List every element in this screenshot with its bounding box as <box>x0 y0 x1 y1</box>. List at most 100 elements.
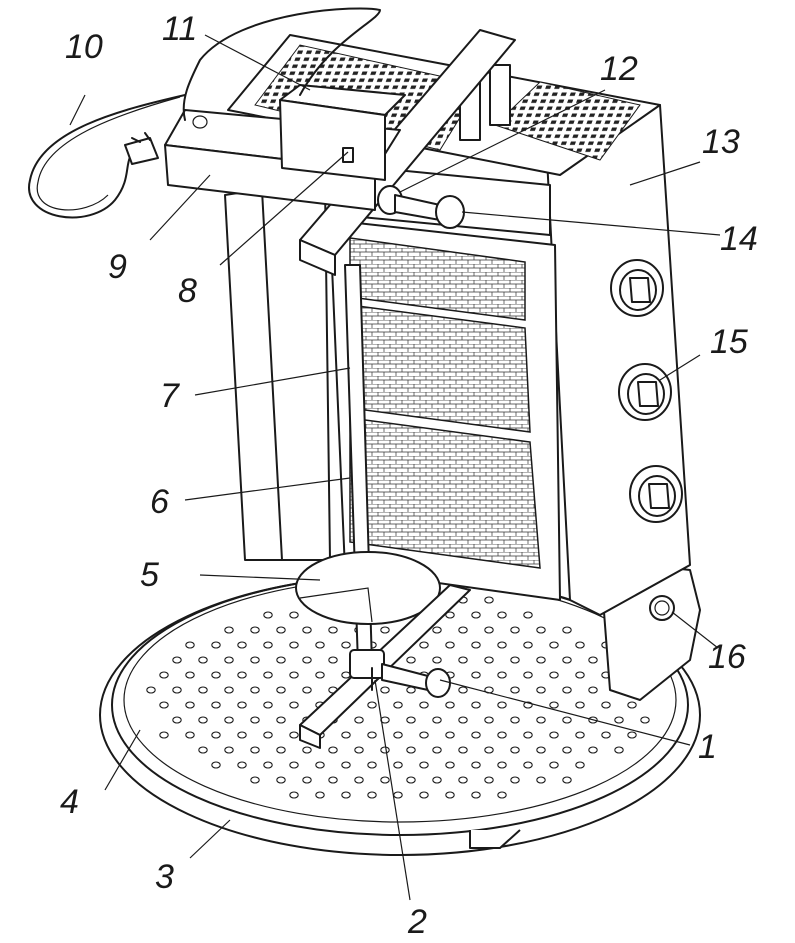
tray-hole <box>419 641 429 649</box>
tray-hole <box>289 611 299 619</box>
tray-hole <box>562 746 572 754</box>
tray-hole <box>354 776 364 784</box>
tray-hole <box>601 701 611 709</box>
tray-hole <box>341 761 351 769</box>
tray-hole <box>432 656 442 664</box>
tray-hole <box>289 791 299 799</box>
callout-14: 14 <box>720 220 758 258</box>
motor-assembly <box>164 84 406 211</box>
tray-hole <box>380 776 390 784</box>
tray-hole <box>237 671 247 679</box>
tray-hole <box>445 611 455 619</box>
tray-hole <box>484 716 494 724</box>
tray-hole <box>523 611 533 619</box>
tray-hole <box>211 731 221 739</box>
tray-hole <box>458 626 468 634</box>
tray-hole <box>211 761 221 769</box>
callout-2: 2 <box>407 903 427 941</box>
tray-hole <box>172 716 182 724</box>
tray-hole <box>237 701 247 709</box>
tray-hole <box>237 761 247 769</box>
power-cord <box>28 7 381 219</box>
tray-hole <box>367 791 377 799</box>
tray-hole <box>471 731 481 739</box>
tray-hole <box>562 776 572 784</box>
tray-hole <box>211 671 221 679</box>
tray-hole <box>588 656 598 664</box>
tray-hole <box>614 746 624 754</box>
tray-hole <box>588 686 598 694</box>
tray-hole <box>250 716 260 724</box>
callout-10: 10 <box>65 28 103 66</box>
tray-hole <box>523 641 533 649</box>
tray-hole <box>523 671 533 679</box>
tray-hole <box>419 731 429 739</box>
tray-hole <box>224 746 234 754</box>
tray-hole <box>302 626 312 634</box>
tray-hole <box>328 746 338 754</box>
tray-hole <box>289 671 299 679</box>
tray-hole <box>575 701 585 709</box>
tray-hole <box>250 776 260 784</box>
tray-hole <box>458 776 468 784</box>
callout-1: 1 <box>698 728 717 766</box>
burner-panels <box>349 237 541 569</box>
tray-hole <box>471 761 481 769</box>
tray-hole <box>341 641 351 649</box>
tray-hole <box>302 656 312 664</box>
tray-hole <box>224 656 234 664</box>
tray-hole <box>211 701 221 709</box>
tray-hole <box>562 716 572 724</box>
tray-hole <box>510 626 520 634</box>
tray-hole <box>510 656 520 664</box>
tray-hole <box>393 701 403 709</box>
callout-16: 16 <box>708 638 746 676</box>
tray-hole <box>276 626 286 634</box>
tray-hole <box>497 761 507 769</box>
tray-hole <box>445 761 455 769</box>
tray-hole <box>484 626 494 634</box>
callout-3: 3 <box>155 858 174 896</box>
tray-hole <box>237 731 247 739</box>
tray-hole <box>276 746 286 754</box>
bottom-bracket <box>299 584 471 749</box>
tray-hole <box>510 746 520 754</box>
tray-hole <box>198 686 208 694</box>
tray-hole <box>549 761 559 769</box>
tray-hole <box>315 641 325 649</box>
tray-hole <box>471 791 481 799</box>
tray-hole <box>471 641 481 649</box>
tray-hole <box>458 686 468 694</box>
tray-hole <box>393 761 403 769</box>
tray-hole <box>315 671 325 679</box>
tray-hole <box>627 731 637 739</box>
tray-hole <box>185 731 195 739</box>
tray-hole <box>536 686 546 694</box>
tray-hole <box>159 731 169 739</box>
tray-hole <box>341 731 351 739</box>
tray-hole <box>315 791 325 799</box>
tray-hole <box>484 776 494 784</box>
tray-hole <box>497 731 507 739</box>
tray-hole <box>445 641 455 649</box>
tray-hole <box>614 716 624 724</box>
callout-8: 8 <box>178 272 197 310</box>
tray-hole <box>562 626 572 634</box>
tray-hole <box>549 731 559 739</box>
tray-hole <box>198 656 208 664</box>
tray-hole <box>250 626 260 634</box>
tray-hole <box>250 686 260 694</box>
tray-hole <box>198 746 208 754</box>
tray-hole <box>445 791 455 799</box>
tray-hole <box>250 656 260 664</box>
tray-hole <box>575 641 585 649</box>
tray-hole <box>458 746 468 754</box>
tray-hole <box>367 701 377 709</box>
tray-hole <box>419 701 429 709</box>
tray-hole <box>445 731 455 739</box>
tray-hole <box>328 656 338 664</box>
tray-hole <box>263 671 273 679</box>
tray-hole <box>263 701 273 709</box>
tray-hole <box>263 641 273 649</box>
tray-hole <box>302 776 312 784</box>
